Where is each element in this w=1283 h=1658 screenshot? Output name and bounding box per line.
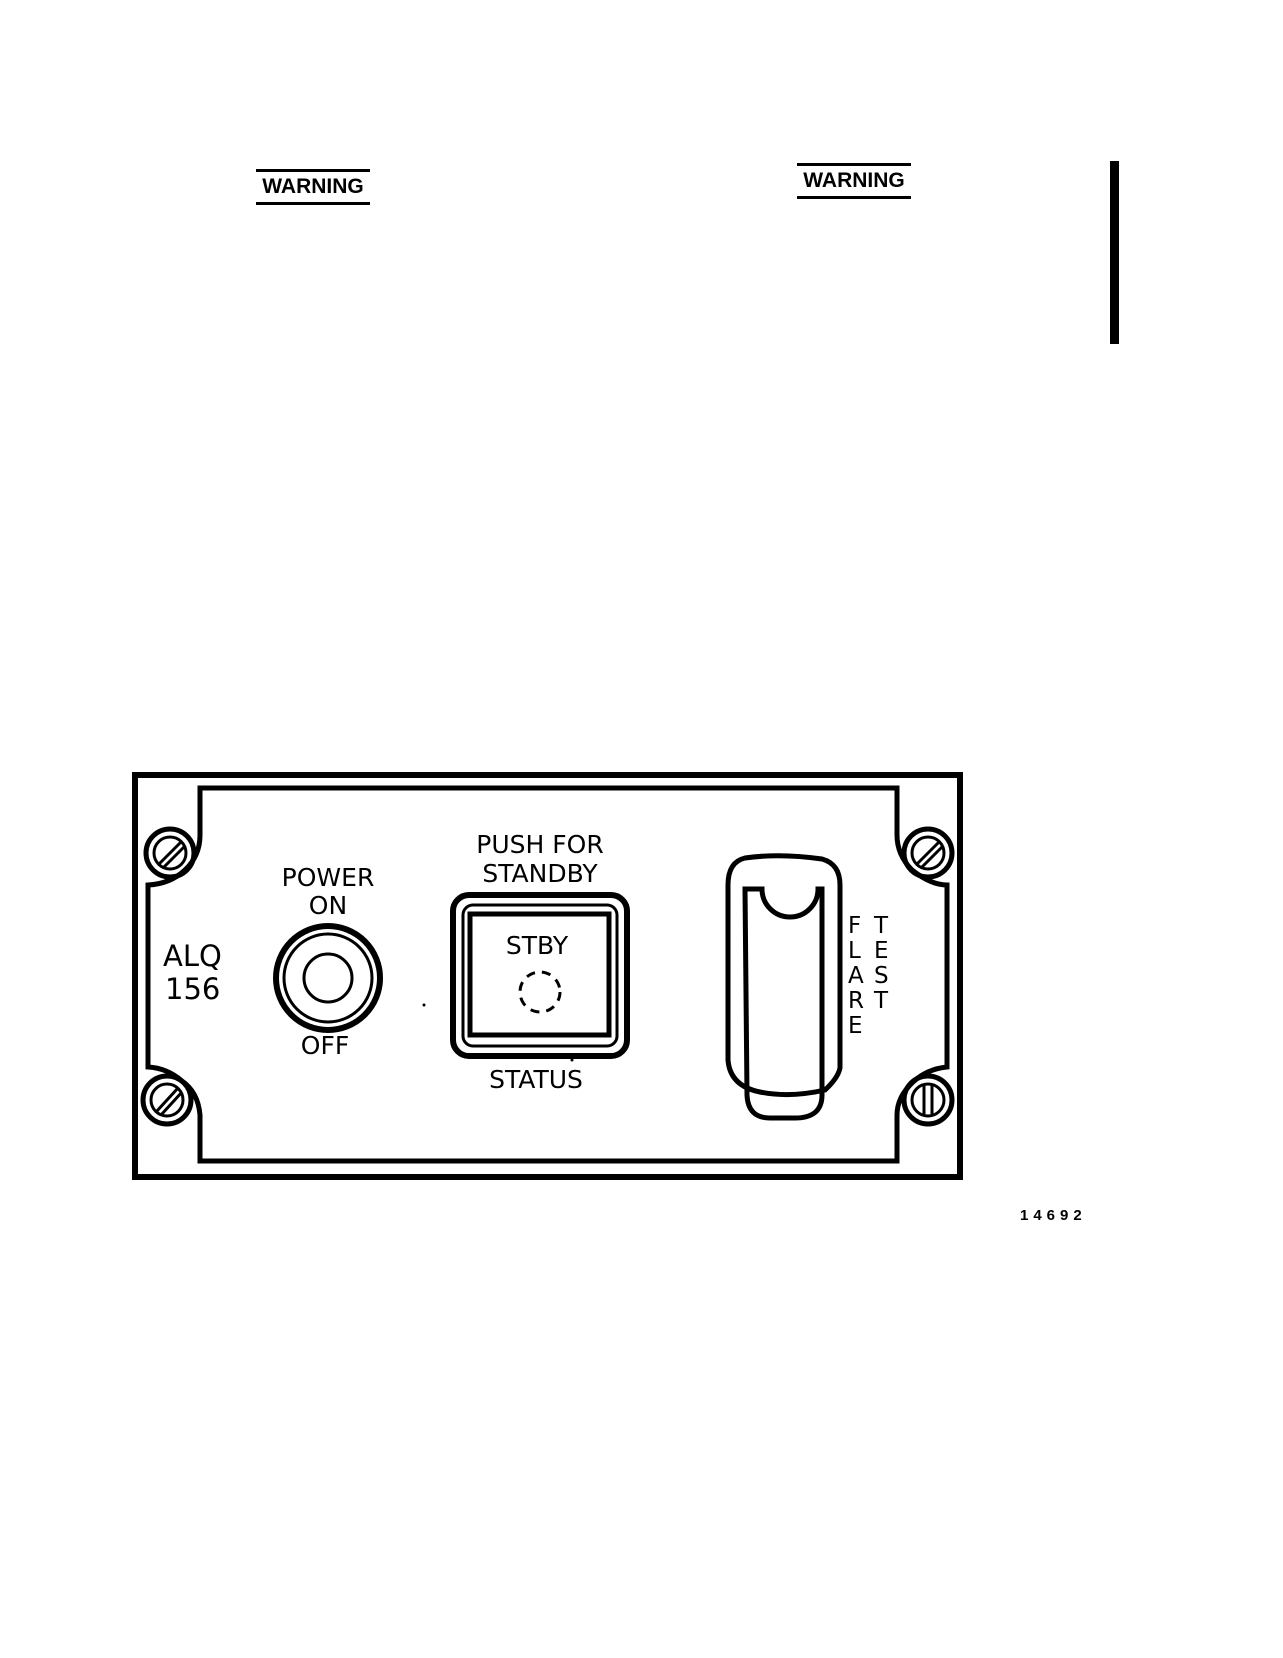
status-light-indicator — [518, 970, 562, 1014]
svg-text:E: E — [874, 938, 889, 964]
power-label-line1: POWER — [282, 863, 375, 892]
push-label-line1: PUSH FOR — [476, 830, 603, 859]
power-label-line2: ON — [309, 891, 347, 920]
test-label: T E S T — [873, 913, 889, 1014]
figure-number: 14692 — [1020, 1207, 1087, 1224]
power-off-label: OFF — [301, 1031, 349, 1060]
screw-bottom-right — [901, 1073, 955, 1127]
svg-text:T: T — [873, 988, 889, 1014]
svg-text:L: L — [848, 938, 861, 964]
status-label: STATUS — [489, 1065, 583, 1094]
screw-top-left — [143, 826, 197, 880]
svg-text:E: E — [848, 1013, 863, 1039]
flare-label: F L A R E — [848, 913, 864, 1039]
stby-label: STBY — [506, 931, 569, 960]
svg-text:S: S — [874, 963, 889, 989]
warning-label-left: WARNING — [256, 169, 370, 205]
svg-text:R: R — [848, 988, 864, 1014]
push-label-line2: STANDBY — [482, 859, 598, 888]
panel-id-line2: 156 — [165, 972, 220, 1006]
panel-outer-frame — [132, 772, 963, 1180]
svg-text:A: A — [848, 963, 864, 989]
power-switch-knob[interactable] — [273, 923, 383, 1033]
svg-text:T: T — [873, 913, 889, 939]
screw-top-right — [901, 826, 955, 880]
warning-label-right: WARNING — [797, 163, 911, 199]
svg-text:F: F — [848, 913, 861, 939]
change-bar — [1110, 161, 1119, 344]
flare-test-switch-guard[interactable] — [725, 853, 843, 1121]
standby-push-button[interactable] — [450, 892, 630, 1059]
screw-bottom-left — [140, 1073, 194, 1127]
panel-id-line1: ALQ — [163, 939, 222, 973]
